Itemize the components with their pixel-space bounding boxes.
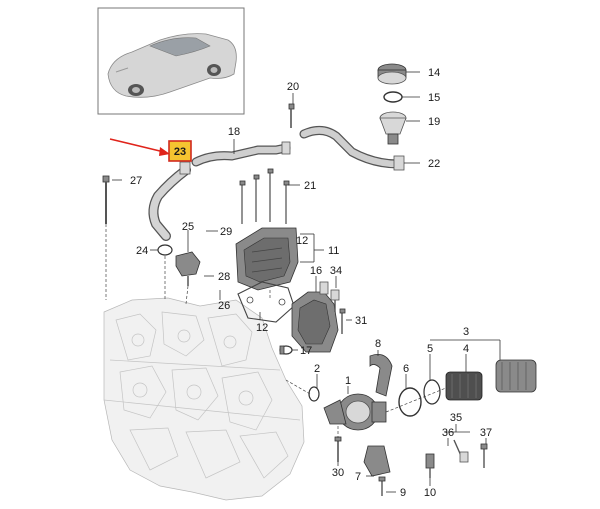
parts-35-37	[453, 439, 488, 468]
housing-14	[291, 281, 339, 353]
callout-26[interactable]: 26	[218, 300, 230, 312]
pump-1	[323, 393, 387, 431]
ring-5	[423, 379, 441, 405]
filter-housing-3	[495, 359, 537, 393]
callout-37[interactable]: 37	[480, 427, 492, 439]
callout-19[interactable]: 19	[428, 116, 440, 128]
callout-2[interactable]: 2	[314, 363, 320, 375]
callout-11[interactable]: 11	[328, 245, 339, 257]
vehicle-thumbnail	[97, 7, 245, 115]
bracket-25	[175, 251, 201, 286]
engine-block	[103, 297, 305, 501]
bracket-7	[363, 445, 391, 477]
callout-21[interactable]: 21	[304, 180, 316, 192]
ring-6	[398, 387, 422, 417]
red-pointer-arrow	[109, 138, 170, 156]
callout-34[interactable]: 34	[330, 265, 342, 277]
bolt-9	[378, 476, 386, 496]
callout-17[interactable]: 15	[428, 92, 440, 104]
callout-24[interactable]: 24	[136, 245, 148, 257]
callout-30[interactable]: 30	[332, 467, 344, 479]
callout-22[interactable]: 22	[428, 158, 440, 170]
callout-4[interactable]: 4	[463, 343, 469, 355]
bracket-8	[369, 353, 393, 397]
bolt-27	[102, 175, 110, 224]
highlight-23	[168, 140, 192, 162]
part-34	[330, 289, 340, 312]
callout-14[interactable]: 16	[310, 265, 322, 277]
bolt-31	[339, 308, 346, 334]
callout-12-a[interactable]: 12	[296, 235, 308, 247]
callout-labels: 23 14 15 19 22 20 18 21 27 25 29 24 28 2…	[130, 67, 492, 499]
leader-lines	[112, 71, 501, 493]
callout-12-b[interactable]: 12	[256, 322, 268, 334]
callout-3[interactable]: 3	[463, 326, 469, 338]
callout-1[interactable]: 1	[345, 375, 351, 387]
part-15	[279, 345, 293, 355]
callout-36[interactable]: 36	[442, 427, 454, 439]
callout-29[interactable]: 29	[220, 226, 232, 238]
callout-8[interactable]: 8	[375, 338, 381, 350]
callout-7[interactable]: 7	[355, 471, 361, 483]
hose-23	[148, 161, 191, 241]
oil-separator-11	[235, 227, 299, 291]
filter-element-4	[445, 371, 483, 401]
cap-16	[377, 63, 407, 85]
callout-10[interactable]: 10	[424, 487, 436, 499]
assembly-lines	[105, 224, 447, 438]
callout-15[interactable]: 17	[300, 345, 312, 357]
ring-17	[383, 91, 403, 103]
callout-16[interactable]: 14	[428, 67, 440, 79]
seal-24	[157, 244, 173, 256]
callout-25[interactable]: 25	[182, 221, 194, 233]
callout-9[interactable]: 9	[400, 487, 406, 499]
bolt-20	[288, 103, 295, 128]
callout-6[interactable]: 6	[403, 363, 409, 375]
callout-27[interactable]: 27	[130, 175, 142, 187]
ring-2	[308, 386, 320, 402]
callout-35[interactable]: 35	[450, 412, 462, 424]
bolts-21	[239, 168, 290, 224]
sensor-10	[425, 453, 435, 478]
callout-28[interactable]: 28	[218, 271, 230, 283]
filler-neck-19	[379, 111, 407, 145]
callout-20[interactable]: 20	[287, 81, 299, 93]
callout-23[interactable]: 23	[174, 146, 186, 158]
bolt-30	[334, 436, 342, 462]
callout-31[interactable]: 31	[355, 315, 367, 327]
callout-5[interactable]: 5	[427, 343, 433, 355]
hose-18	[191, 141, 291, 167]
callout-18[interactable]: 18	[228, 126, 240, 138]
